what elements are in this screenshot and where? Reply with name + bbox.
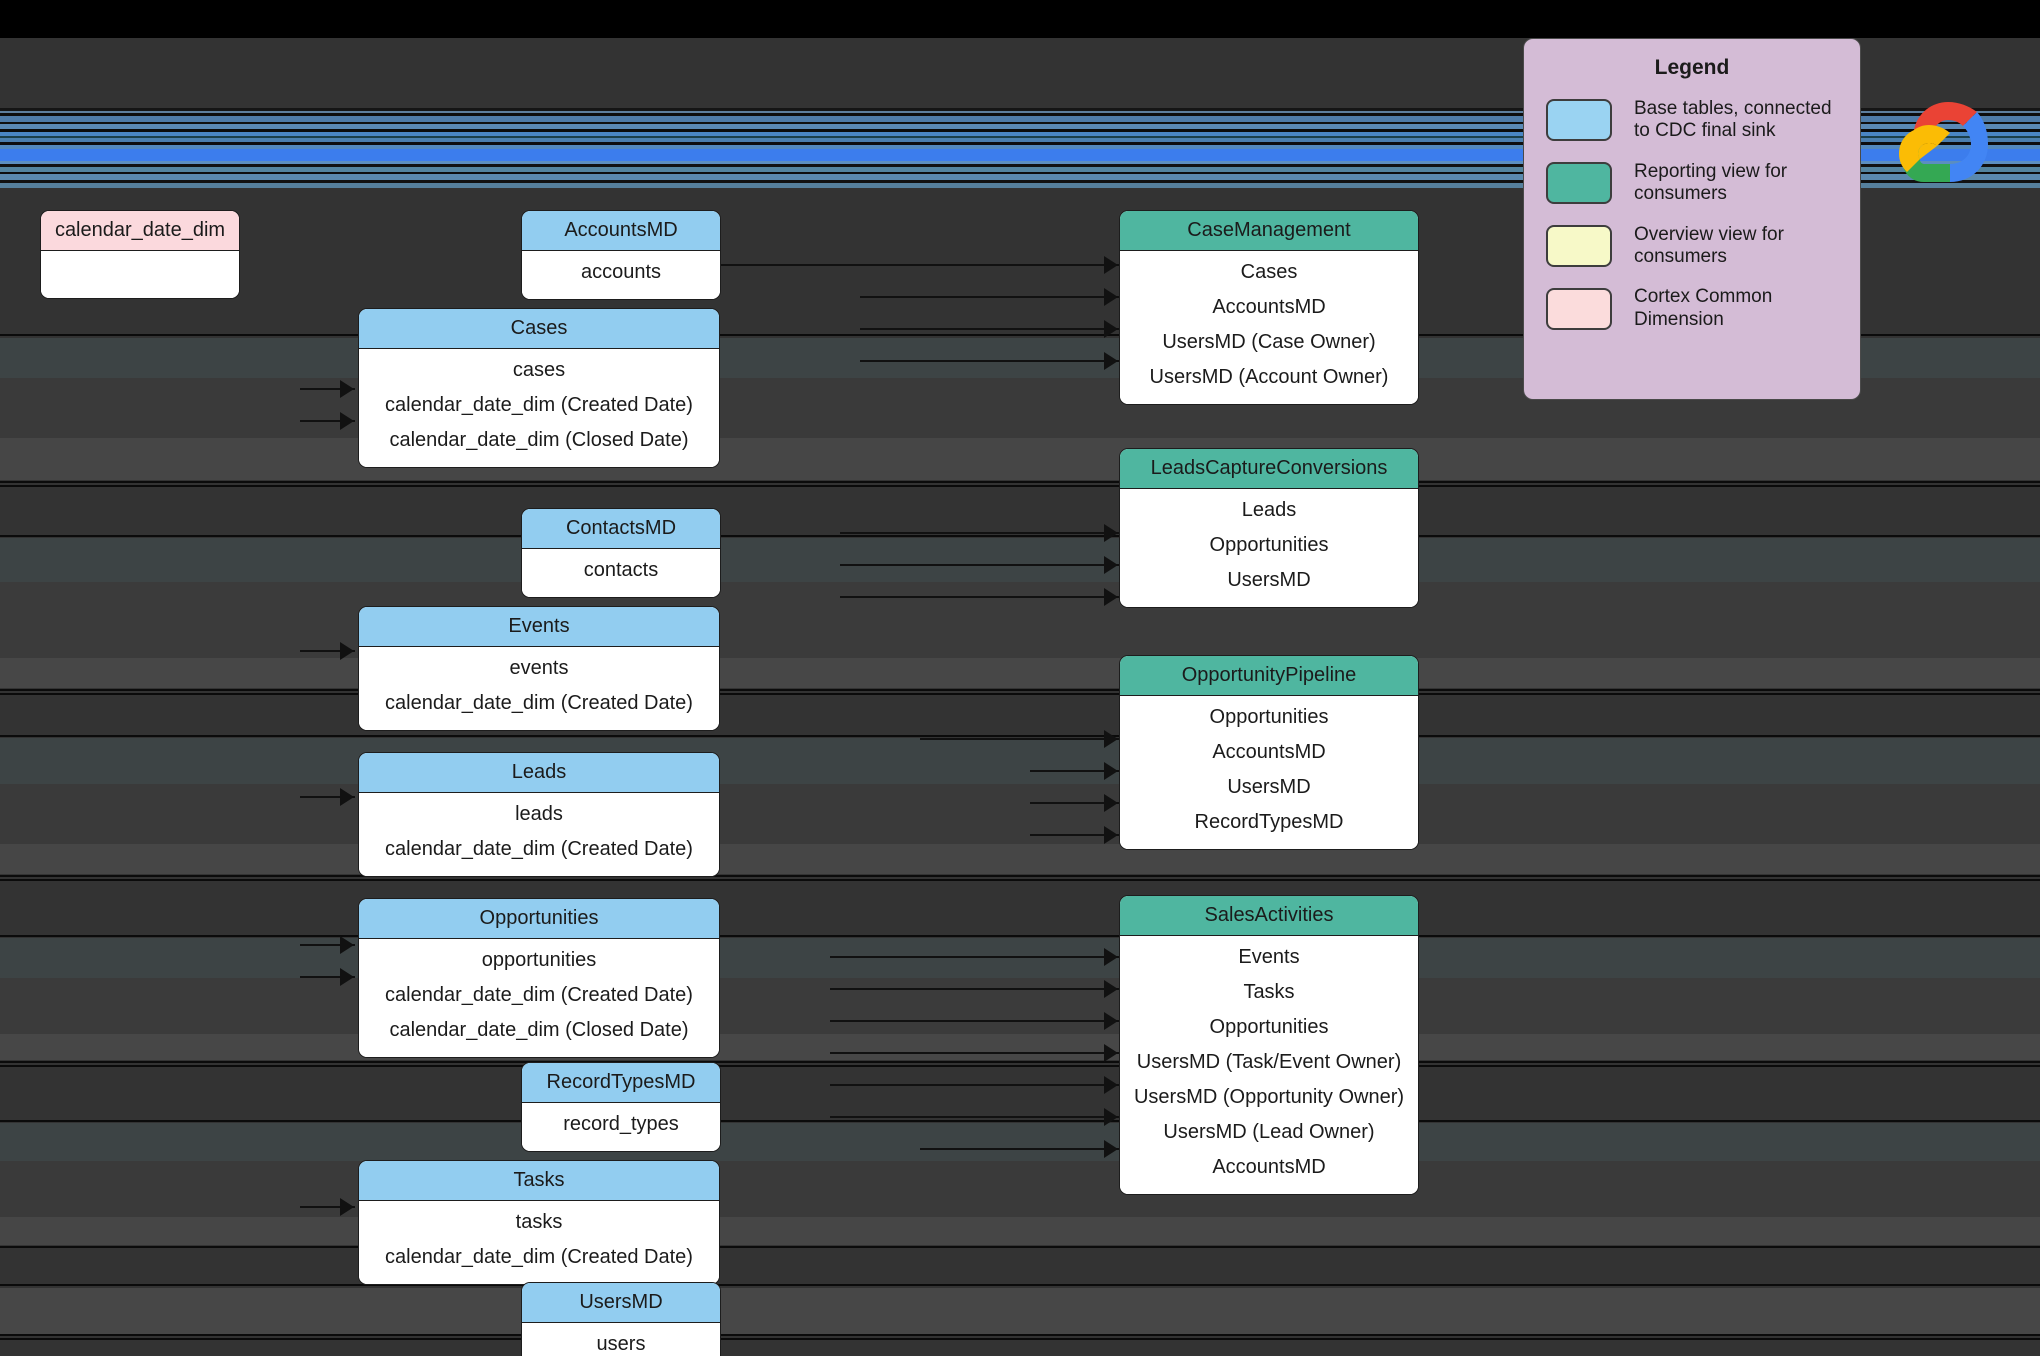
node-rows: accounts xyxy=(522,251,720,299)
node-rows xyxy=(41,251,239,298)
node-title: OpportunityPipeline xyxy=(1120,656,1418,696)
node-row: events xyxy=(509,657,569,679)
node-row: leads xyxy=(515,803,563,825)
node-title: AccountsMD xyxy=(522,211,720,251)
legend-panel[interactable]: Legend Base tables, connected to CDC fin… xyxy=(1523,38,1861,400)
legend-swatch-view-icon xyxy=(1546,162,1612,205)
node-calendar-date-dim[interactable]: calendar_date_dim xyxy=(41,211,239,298)
node-accountsmd[interactable]: AccountsMD accounts xyxy=(522,211,720,299)
legend-swatch-dimension-icon xyxy=(1546,287,1612,330)
node-row: calendar_date_dim (Closed Date) xyxy=(389,1019,689,1041)
node-row: opportunities xyxy=(481,949,597,971)
node-title: Cases xyxy=(359,309,719,349)
node-opportunitypipeline[interactable]: OpportunityPipeline Opportunities Accoun… xyxy=(1120,656,1418,849)
node-salesactivities[interactable]: SalesActivities Events Tasks Opportuniti… xyxy=(1120,896,1418,1194)
node-row: UsersMD xyxy=(1227,569,1311,591)
node-rows: events calendar_date_dim (Created Date) xyxy=(359,647,719,730)
node-title: Tasks xyxy=(359,1161,719,1201)
node-leads[interactable]: Leads leads calendar_date_dim (Created D… xyxy=(359,753,719,876)
node-rows: Leads Opportunities UsersMD xyxy=(1120,489,1418,607)
node-recordtypesmd[interactable]: RecordTypesMD record_types xyxy=(522,1063,720,1151)
node-row: cases xyxy=(512,359,566,381)
node-row: contacts xyxy=(583,559,659,581)
node-tasks[interactable]: Tasks tasks calendar_date_dim (Created D… xyxy=(359,1161,719,1284)
node-title: Events xyxy=(359,607,719,647)
node-row: UsersMD (Opportunity Owner) xyxy=(1133,1086,1405,1108)
node-row: AccountsMD xyxy=(1212,1156,1326,1178)
legend-item-label: Overview view for consumers xyxy=(1634,223,1784,268)
node-row: RecordTypesMD xyxy=(1194,811,1344,833)
legend-item-base-tables: Base tables, connected to CDC final sink xyxy=(1546,98,1860,143)
diagram-canvas[interactable]: calendar_date_dim AccountsMD accounts Ca… xyxy=(0,38,2040,1356)
node-rows: contacts xyxy=(522,549,720,597)
node-rows: users xyxy=(522,1323,720,1356)
node-title: RecordTypesMD xyxy=(522,1063,720,1103)
node-opportunities[interactable]: Opportunities opportunities calendar_dat… xyxy=(359,899,719,1057)
node-row: users xyxy=(596,1333,646,1355)
node-row: accounts xyxy=(580,261,662,283)
legend-item-label: Cortex Common Dimension xyxy=(1634,286,1773,330)
node-title: Leads xyxy=(359,753,719,793)
node-rows: Cases AccountsMD UsersMD (Case Owner) Us… xyxy=(1120,251,1418,404)
legend-swatch-base-icon xyxy=(1546,99,1612,142)
node-row: Events xyxy=(1238,946,1300,968)
legend-swatch-overview-icon xyxy=(1546,225,1612,268)
node-row: calendar_date_dim (Created Date) xyxy=(385,394,693,416)
node-title: LeadsCaptureConversions xyxy=(1120,449,1418,489)
node-contactsmd[interactable]: ContactsMD contacts xyxy=(522,509,720,597)
node-row: calendar_date_dim (Closed Date) xyxy=(389,429,689,451)
node-row: calendar_date_dim (Created Date) xyxy=(385,1246,693,1268)
node-title: Opportunities xyxy=(359,899,719,939)
node-row: tasks xyxy=(515,1211,563,1233)
node-title: ContactsMD xyxy=(522,509,720,549)
node-title: UsersMD xyxy=(522,1283,720,1323)
node-events[interactable]: Events events calendar_date_dim (Created… xyxy=(359,607,719,730)
node-row: Opportunities xyxy=(1209,1016,1329,1038)
legend-item-reporting-view: Reporting view for consumers xyxy=(1546,161,1860,206)
node-leadscaptureconversions[interactable]: LeadsCaptureConversions Leads Opportunit… xyxy=(1120,449,1418,607)
node-row: UsersMD (Lead Owner) xyxy=(1163,1121,1375,1143)
legend-item-cortex-dimension: Cortex Common Dimension xyxy=(1546,286,1860,331)
node-row: UsersMD (Case Owner) xyxy=(1162,331,1376,353)
node-row: calendar_date_dim (Created Date) xyxy=(385,838,693,860)
legend-title: Legend xyxy=(1654,56,1730,79)
node-row: UsersMD xyxy=(1227,776,1311,798)
node-title: SalesActivities xyxy=(1120,896,1418,936)
node-row: AccountsMD xyxy=(1212,741,1326,763)
node-title: calendar_date_dim xyxy=(41,211,239,251)
legend-item-label: Reporting view for consumers xyxy=(1634,160,1788,205)
node-row: Opportunities xyxy=(1209,706,1329,728)
node-rows: leads calendar_date_dim (Created Date) xyxy=(359,793,719,876)
node-rows: opportunities calendar_date_dim (Created… xyxy=(359,939,719,1057)
node-rows: Opportunities AccountsMD UsersMD RecordT… xyxy=(1120,696,1418,849)
node-row: Tasks xyxy=(1243,981,1295,1003)
legend-item-overview-view: Overview view for consumers xyxy=(1546,224,1860,269)
node-row: UsersMD (Account Owner) xyxy=(1149,366,1389,388)
node-casemanagement[interactable]: CaseManagement Cases AccountsMD UsersMD … xyxy=(1120,211,1418,404)
node-rows: Events Tasks Opportunities UsersMD (Task… xyxy=(1120,936,1418,1194)
node-rows: record_types xyxy=(522,1103,720,1151)
node-usersmd[interactable]: UsersMD users xyxy=(522,1283,720,1356)
node-row: record_types xyxy=(563,1113,679,1135)
node-row: calendar_date_dim (Created Date) xyxy=(385,984,693,1006)
node-row: Cases xyxy=(1240,261,1298,283)
node-row: Leads xyxy=(1241,499,1297,521)
node-row: calendar_date_dim (Created Date) xyxy=(385,692,693,714)
node-title: CaseManagement xyxy=(1120,211,1418,251)
legend-item-label: Base tables, connected to CDC final sink xyxy=(1634,98,1832,142)
node-row: UsersMD (Task/Event Owner) xyxy=(1136,1051,1402,1073)
node-row: AccountsMD xyxy=(1212,296,1326,318)
node-cases[interactable]: Cases cases calendar_date_dim (Created D… xyxy=(359,309,719,467)
google-cloud-logo-icon xyxy=(1899,102,1988,182)
node-rows: cases calendar_date_dim (Created Date) c… xyxy=(359,349,719,467)
node-rows: tasks calendar_date_dim (Created Date) xyxy=(359,1201,719,1284)
node-row: Opportunities xyxy=(1209,534,1329,556)
